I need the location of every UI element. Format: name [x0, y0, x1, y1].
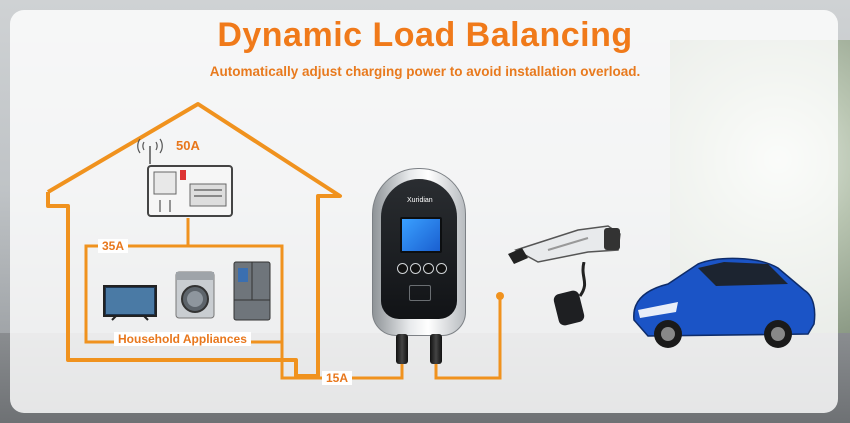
appliances-caption: Household Appliances: [114, 332, 251, 346]
charger-face: Xuridian: [381, 179, 457, 319]
charger-current-label: 15A: [322, 371, 353, 385]
charger-to-plug-line: [434, 296, 502, 380]
total-current-label: 50A: [176, 138, 200, 153]
refrigerator-icon: [233, 261, 271, 321]
appliance-current-label: 35A: [98, 239, 129, 253]
plug-connection-dot: [496, 292, 504, 300]
charging-plug-icon: [508, 225, 621, 264]
charger-cable-right: [430, 334, 442, 364]
electric-car-icon: [633, 257, 816, 348]
charger-screen: [400, 217, 442, 253]
house-outline: [46, 102, 342, 378]
tv-icon: [103, 285, 157, 321]
plug-cap-icon: [553, 262, 587, 326]
washing-machine-icon: [175, 271, 215, 319]
electric-meter-icon: [147, 165, 233, 217]
charger-button-1: [397, 263, 408, 274]
charger-button-3: [423, 263, 434, 274]
page-subtitle: Automatically adjust charging power to a…: [209, 64, 641, 79]
page-title: Dynamic Load Balancing: [217, 16, 633, 54]
rfid-card-area: [409, 285, 431, 301]
charger-brand: Xuridian: [407, 197, 433, 204]
charger-button-4: [436, 263, 447, 274]
charger-cable-left: [396, 334, 408, 364]
wifi-icon: [137, 138, 163, 164]
ev-charger-icon: Xuridian: [372, 168, 466, 336]
charger-button-2: [410, 263, 421, 274]
